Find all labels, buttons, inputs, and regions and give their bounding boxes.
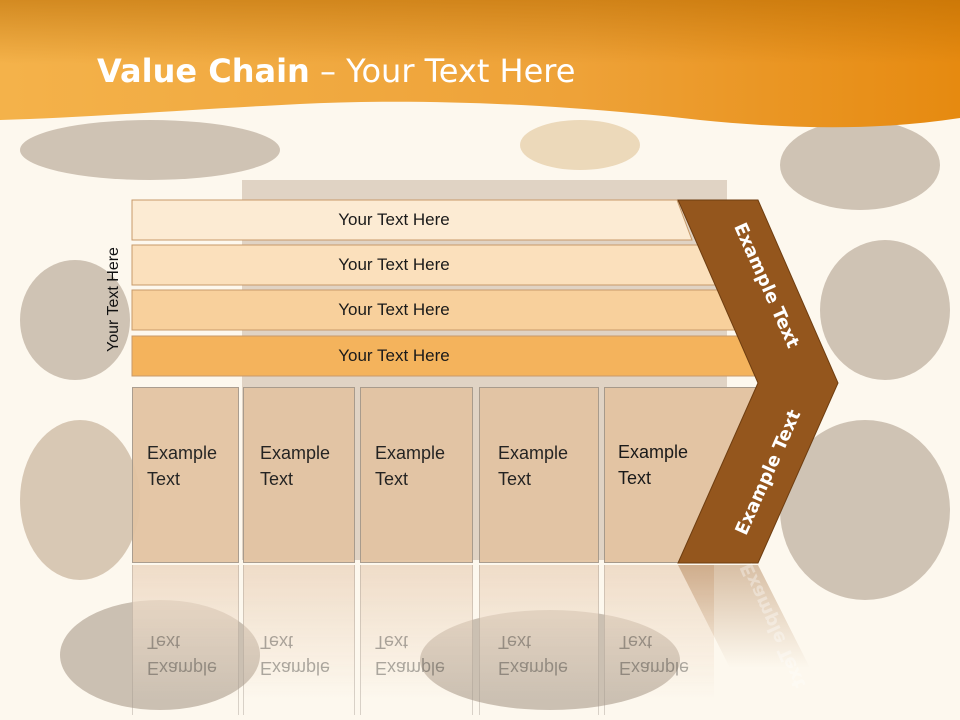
support-row-1[interactable]: Your Text Here: [131, 199, 693, 241]
reflection-label: Example Text: [260, 632, 331, 678]
margin-chevron[interactable]: [670, 198, 845, 668]
support-row-4[interactable]: Your Text Here: [131, 335, 765, 377]
primary-column-2[interactable]: Example Text: [243, 387, 355, 563]
column-label: Example Text: [260, 443, 331, 489]
column-label: Example Text: [498, 443, 569, 489]
column-reflection: Example Text: [132, 565, 239, 715]
support-row-label: Your Text Here: [338, 255, 450, 274]
primary-column-3[interactable]: Example Text: [360, 387, 473, 563]
page-title: Value Chain – Your Text Here: [97, 52, 575, 90]
primary-column-4[interactable]: Example Text: [479, 387, 599, 563]
column-label: Example Text: [375, 443, 446, 489]
column-label: Example Text: [147, 443, 218, 489]
column-reflection: Example Text: [243, 565, 355, 715]
vertical-label: Your Text Here: [105, 247, 122, 352]
support-row-label: Your Text Here: [338, 300, 450, 319]
reflection-label: Example Text: [375, 632, 446, 678]
title-bold: Value Chain: [97, 52, 310, 90]
reflection-label: Example Text: [147, 632, 218, 678]
support-row-label: Your Text Here: [338, 210, 450, 229]
reflection-label: Example Text: [498, 632, 569, 678]
column-label: Example Text: [618, 442, 689, 488]
primary-column-1[interactable]: Example Text: [132, 387, 239, 563]
support-row-3[interactable]: Your Text Here: [131, 289, 740, 331]
title-rest: – Your Text Here: [309, 52, 576, 90]
primary-column-5[interactable]: Example Text: [604, 387, 714, 563]
column-reflection: Example Text: [360, 565, 473, 715]
column-reflection: Example Text: [479, 565, 599, 715]
support-row-label: Your Text Here: [338, 346, 450, 365]
header-band: [0, 0, 960, 128]
support-row-2[interactable]: Your Text Here: [131, 244, 718, 286]
